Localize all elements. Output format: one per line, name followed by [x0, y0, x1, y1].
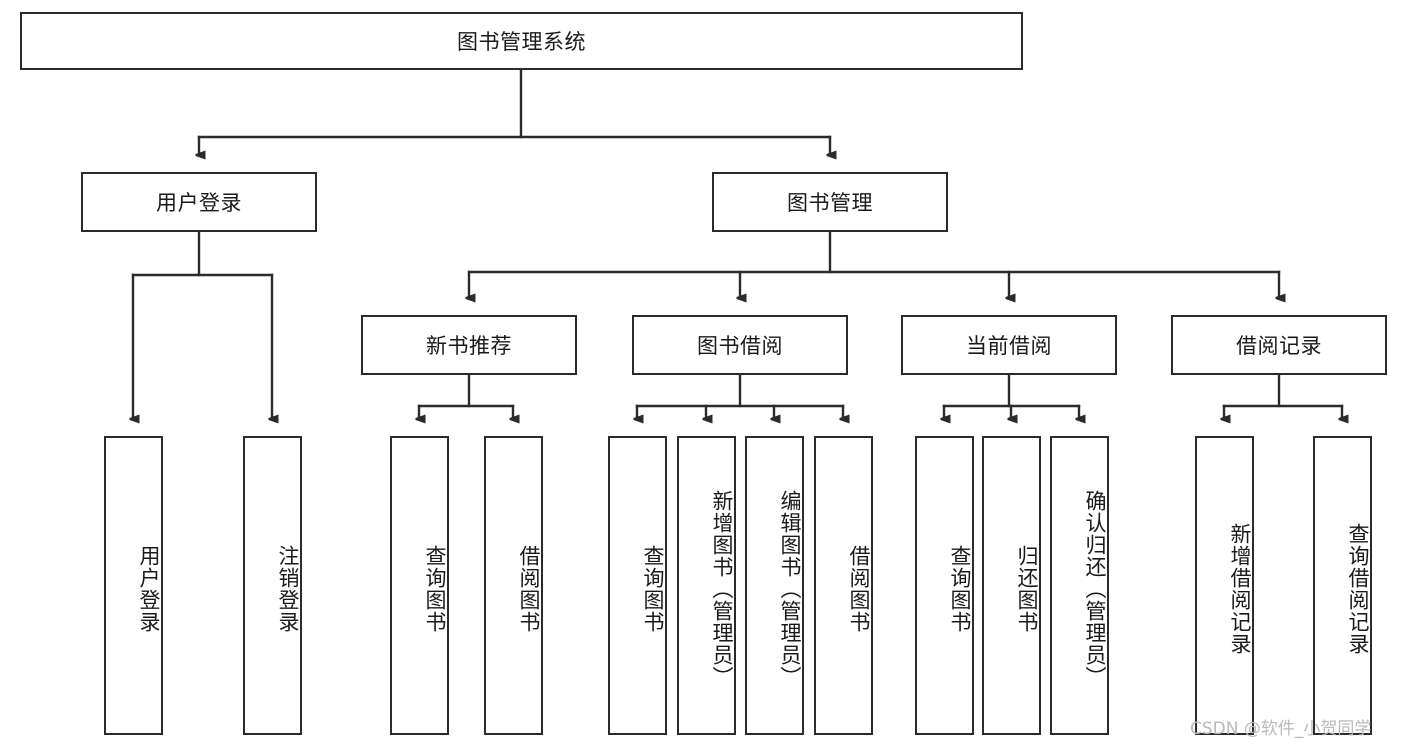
leaf-edit-book-admin[interactable]: 编辑图书（管理员）: [745, 436, 804, 735]
leaf-user-login[interactable]: 用户登录: [104, 436, 163, 735]
leaf-borrow-book[interactable]: 借阅图书: [814, 436, 873, 735]
leaf-logout-login[interactable]: 注销登录: [243, 436, 302, 735]
leaf-query-book-borrow[interactable]: 查询图书: [608, 436, 667, 735]
leaf-borrow-book-recommend[interactable]: 借阅图书: [484, 436, 543, 735]
node-label: 确认归还（管理员）: [1083, 489, 1107, 688]
node-label: 查询借阅记录: [1346, 522, 1370, 655]
leaf-confirm-return-admin[interactable]: 确认归还（管理员）: [1050, 436, 1109, 735]
node-label: 用户登录: [156, 191, 242, 215]
node-label: 注销登录: [276, 544, 300, 633]
node-book-borrow[interactable]: 图书借阅: [632, 315, 848, 375]
leaf-query-borrow-record[interactable]: 查询借阅记录: [1313, 436, 1372, 735]
node-borrow-record[interactable]: 借阅记录: [1171, 315, 1387, 375]
node-label: 查询图书: [948, 544, 972, 633]
node-new-book-recommend[interactable]: 新书推荐: [361, 315, 577, 375]
node-user-login[interactable]: 用户登录: [81, 172, 317, 232]
node-label: 归还图书: [1015, 544, 1039, 633]
node-label: 借阅图书: [517, 544, 541, 633]
leaf-return-book[interactable]: 归还图书: [982, 436, 1041, 735]
node-label: 新增借阅记录: [1228, 522, 1252, 655]
node-label: 图书管理: [787, 191, 873, 215]
leaf-query-book-current[interactable]: 查询图书: [915, 436, 974, 735]
node-label: 新增图书（管理员）: [710, 489, 734, 688]
node-label: 查询图书: [423, 544, 447, 633]
node-root[interactable]: 图书管理系统: [20, 12, 1023, 70]
node-current-borrow[interactable]: 当前借阅: [901, 315, 1117, 375]
node-label: 借阅记录: [1236, 334, 1322, 358]
node-book-management[interactable]: 图书管理: [712, 172, 948, 232]
leaf-query-book-recommend[interactable]: 查询图书: [390, 436, 449, 735]
node-label: 图书管理系统: [457, 30, 586, 54]
node-label: 编辑图书（管理员）: [778, 489, 802, 688]
leaf-add-book-admin[interactable]: 新增图书（管理员）: [677, 436, 736, 735]
leaf-add-borrow-record[interactable]: 新增借阅记录: [1195, 436, 1254, 735]
node-label: 查询图书: [641, 544, 665, 633]
node-label: 图书借阅: [697, 334, 783, 358]
csdn-watermark: CSDN @软件_小贺同学: [1190, 719, 1372, 739]
node-label: 借阅图书: [847, 544, 871, 633]
node-label: 新书推荐: [426, 334, 512, 358]
node-label: 当前借阅: [966, 334, 1052, 358]
node-label: 用户登录: [137, 544, 161, 633]
